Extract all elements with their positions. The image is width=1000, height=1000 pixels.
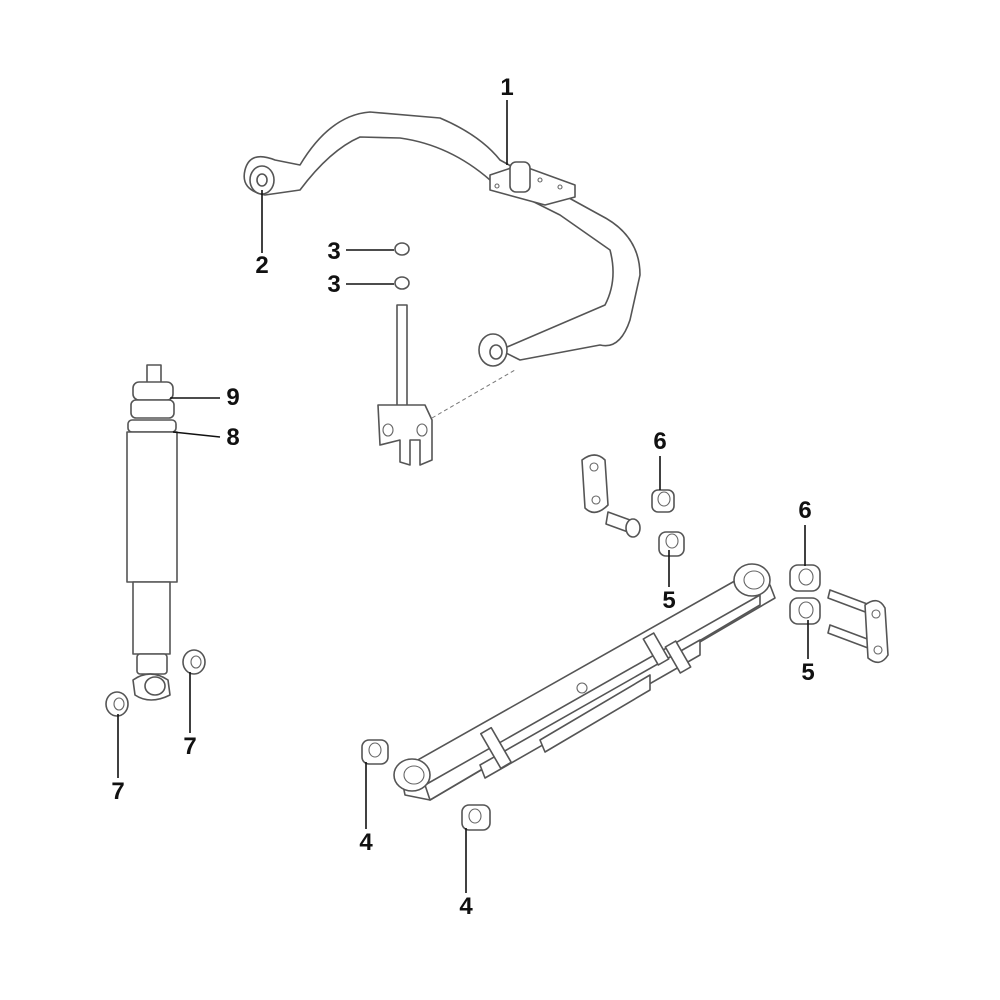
callout-1: 1 <box>500 74 514 101</box>
callout-8: 8 <box>226 424 240 451</box>
callout-7: 7 <box>183 733 197 760</box>
callout-2: 2 <box>255 252 269 279</box>
callout-4: 4 <box>459 893 473 920</box>
callout-3: 3 <box>327 271 341 298</box>
leader-lines <box>117 100 809 893</box>
stabilizer-bar <box>243 111 641 367</box>
leaf-spring <box>393 563 776 801</box>
callout-5: 5 <box>801 659 815 686</box>
callout-4: 4 <box>359 829 373 856</box>
callout-3: 3 <box>327 238 341 265</box>
callout-5: 5 <box>662 587 676 614</box>
callout-6: 6 <box>798 497 812 524</box>
stabilizer-link <box>377 242 516 466</box>
callout-7: 7 <box>111 778 125 805</box>
callout-9: 9 <box>226 384 240 411</box>
shackles-bushings <box>361 454 889 831</box>
callout-6: 6 <box>653 428 667 455</box>
shock-absorber <box>105 364 206 717</box>
